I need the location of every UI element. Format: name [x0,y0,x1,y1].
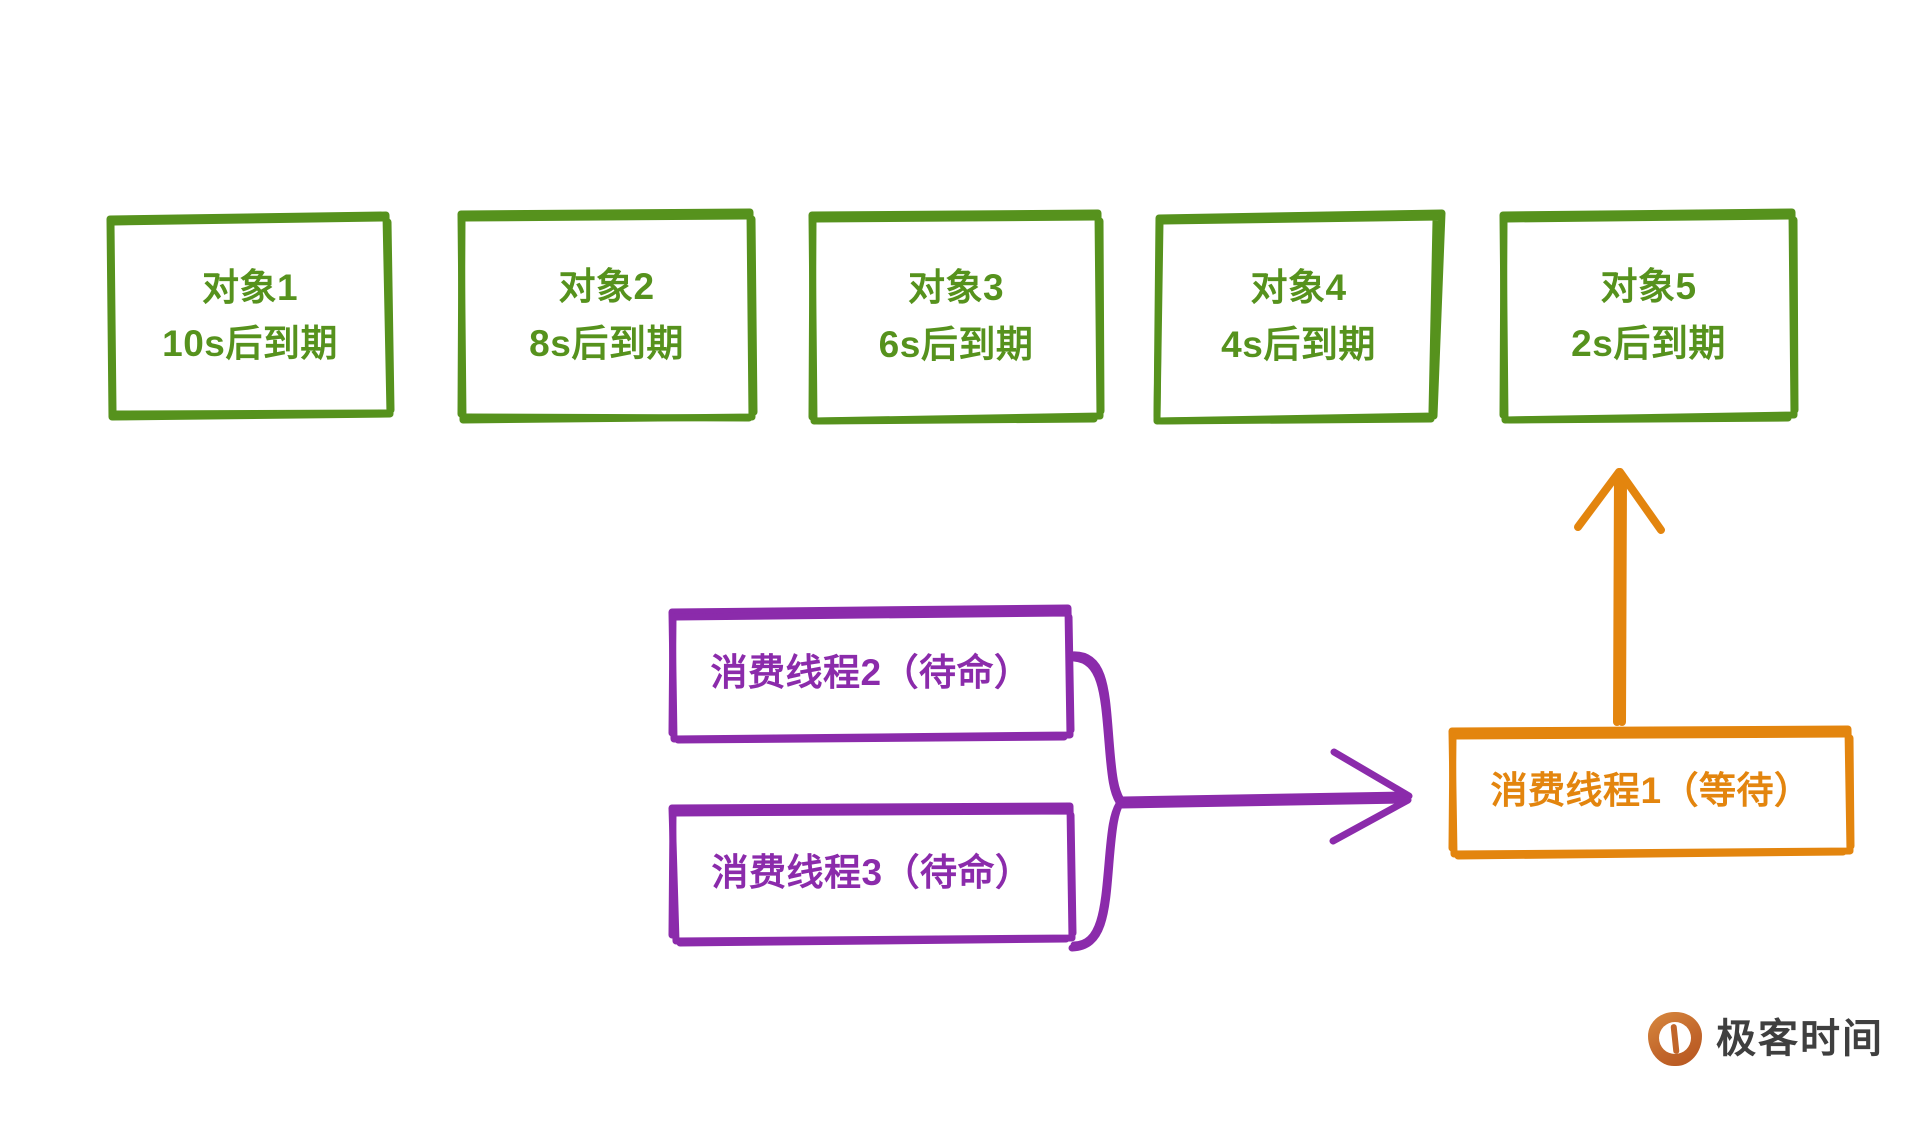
waiting-to-object5-arrow [1574,468,1665,726]
object-box-1[interactable]: 对象1 10s后到期 [110,215,390,417]
object-box-5-expiry: 2s后到期 [1571,322,1726,364]
waiting-thread-box-1[interactable]: 消费线程1（等待） [1452,729,1850,853]
object-box-1-expiry: 10s后到期 [162,323,338,364]
standby-thread-box-2[interactable]: 消费线程2（待命） [672,608,1070,738]
object-box-1-name: 对象1 [201,266,299,308]
object-box-3[interactable]: 对象3 6s后到期 [812,214,1100,419]
standby-thread-box-3[interactable]: 消费线程3（待命） [672,806,1072,940]
object-box-2-expiry: 8s后到期 [529,322,684,364]
standby-thread-2-label: 消费线程2（待命） [710,651,1032,693]
waiting-thread-1-label: 消费线程1（等待） [1490,769,1812,811]
object-box-4-name: 对象4 [1250,267,1347,309]
geektime-logo-icon [1648,1012,1702,1066]
object-box-2-name: 对象2 [558,266,655,308]
watermark-text: 极客时间 [1716,1017,1884,1061]
object-box-5-name: 对象5 [1600,266,1697,308]
watermark: 极客时间 [1648,1012,1884,1066]
object-box-3-expiry: 6s后到期 [878,323,1034,365]
object-box-3-name: 对象3 [907,267,1005,309]
object-box-4-expiry: 4s后到期 [1221,323,1376,365]
object-box-4[interactable]: 对象4 4s后到期 [1157,214,1440,419]
standby-threads-brace [1068,651,1125,952]
object-box-5[interactable]: 对象5 2s后到期 [1503,213,1794,418]
object-box-2[interactable]: 对象2 8s后到期 [461,213,752,418]
brace-to-waiting-arrow [1117,748,1413,845]
standby-thread-3-label: 消费线程3（待命） [711,851,1033,893]
